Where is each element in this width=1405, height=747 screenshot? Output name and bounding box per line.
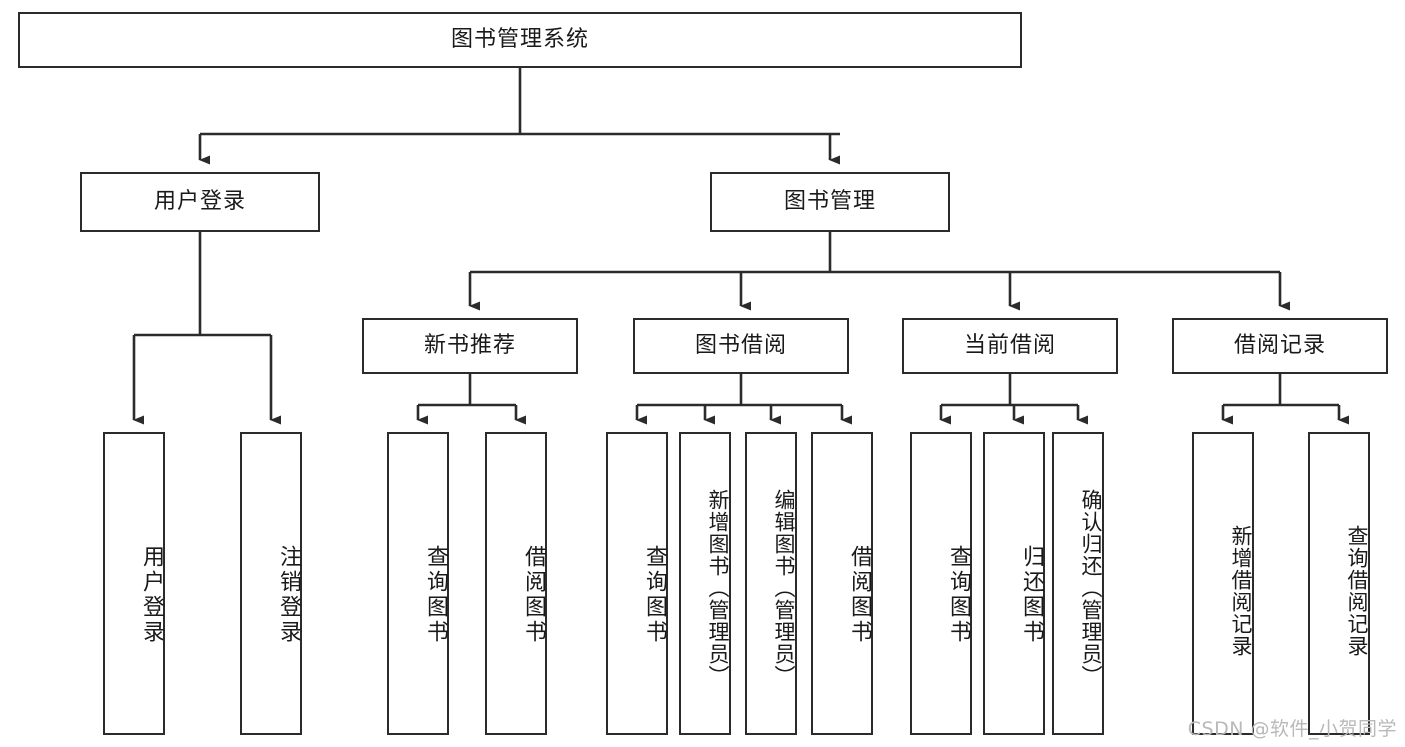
node-current-borrow-label: 当前借阅 bbox=[963, 332, 1056, 358]
leaf-borrow-book-1[interactable]: 借阅图书 bbox=[485, 432, 547, 735]
leaf-borrow-book-2-label: 借阅图书 bbox=[847, 544, 872, 645]
leaf-query-book-1[interactable]: 查询图书 bbox=[387, 432, 449, 735]
node-book-borrow[interactable]: 图书借阅 bbox=[633, 318, 849, 374]
leaf-edit-book-admin[interactable]: 编辑图书（管理员） bbox=[745, 432, 797, 735]
leaf-add-borrow-record-label: 新增借阅记录 bbox=[1229, 524, 1253, 657]
node-book-borrow-label: 图书借阅 bbox=[694, 332, 787, 358]
leaf-add-book-admin[interactable]: 新增图书（管理员） bbox=[679, 432, 731, 735]
leaf-return-book[interactable]: 归还图书 bbox=[983, 432, 1045, 735]
leaf-query-book-3-label: 查询图书 bbox=[946, 544, 971, 645]
leaf-return-book-label: 归还图书 bbox=[1019, 544, 1044, 645]
leaf-edit-book-admin-label: 编辑图书（管理员） bbox=[772, 488, 796, 687]
node-root[interactable]: 图书管理系统 bbox=[18, 12, 1022, 68]
node-current-borrow[interactable]: 当前借阅 bbox=[902, 318, 1118, 374]
node-book-management-label: 图书管理 bbox=[783, 188, 876, 214]
leaf-query-borrow-record-label: 查询借阅记录 bbox=[1345, 524, 1369, 657]
leaf-user-logout[interactable]: 注销登录 bbox=[240, 432, 302, 735]
leaf-borrow-book-1-label: 借阅图书 bbox=[521, 544, 546, 645]
leaf-user-login[interactable]: 用户登录 bbox=[103, 432, 165, 735]
leaf-query-book-2[interactable]: 查询图书 bbox=[606, 432, 668, 735]
node-root-label: 图书管理系统 bbox=[450, 26, 589, 52]
node-borrow-records-label: 借阅记录 bbox=[1233, 332, 1326, 358]
node-new-book-recommend[interactable]: 新书推荐 bbox=[362, 318, 578, 374]
node-borrow-records[interactable]: 借阅记录 bbox=[1172, 318, 1388, 374]
leaf-borrow-book-2[interactable]: 借阅图书 bbox=[811, 432, 873, 735]
leaf-confirm-return-admin[interactable]: 确认归还（管理员） bbox=[1052, 432, 1104, 735]
node-book-management[interactable]: 图书管理 bbox=[710, 172, 950, 232]
leaf-query-book-3[interactable]: 查询图书 bbox=[910, 432, 972, 735]
leaf-add-borrow-record[interactable]: 新增借阅记录 bbox=[1192, 432, 1254, 735]
csdn-watermark: CSDN @软件_小贺同学 bbox=[1187, 718, 1397, 740]
leaf-query-book-1-label: 查询图书 bbox=[423, 544, 448, 645]
leaf-query-borrow-record[interactable]: 查询借阅记录 bbox=[1308, 432, 1370, 735]
leaf-user-logout-label: 注销登录 bbox=[276, 544, 301, 645]
leaf-add-book-admin-label: 新增图书（管理员） bbox=[706, 488, 730, 687]
leaf-confirm-return-admin-label: 确认归还（管理员） bbox=[1079, 488, 1103, 687]
node-user-login-label: 用户登录 bbox=[153, 188, 246, 214]
node-user-login[interactable]: 用户登录 bbox=[80, 172, 320, 232]
leaf-user-login-label: 用户登录 bbox=[139, 544, 164, 645]
node-new-book-recommend-label: 新书推荐 bbox=[423, 332, 516, 358]
leaf-query-book-2-label: 查询图书 bbox=[642, 544, 667, 645]
